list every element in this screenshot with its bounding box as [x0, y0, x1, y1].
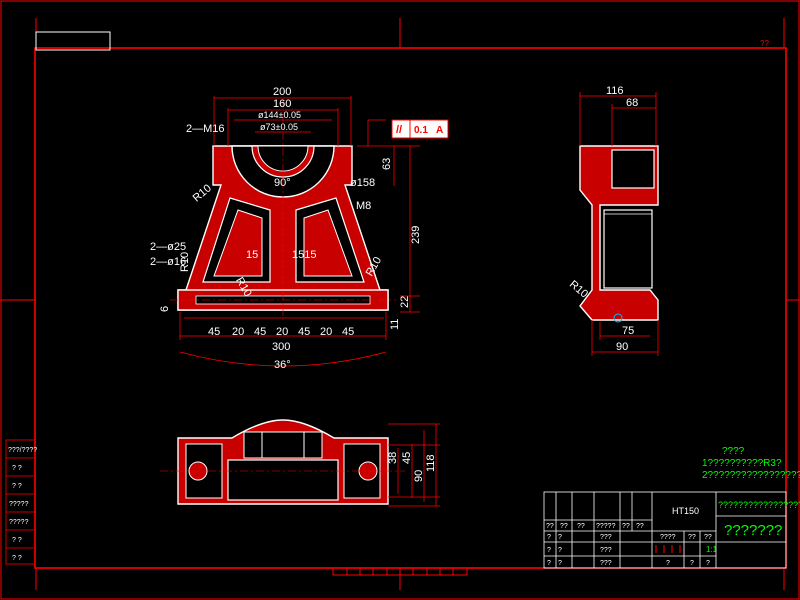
- svg-text:?: ?: [547, 560, 551, 567]
- dim-90deg: 90°: [274, 177, 291, 189]
- dim-d73: ø73±0.05: [260, 122, 298, 132]
- svg-text:?: ?: [558, 547, 562, 554]
- dim-b20-3: 20: [320, 326, 332, 338]
- dim-15a: 15: [246, 249, 258, 261]
- front-view: // 0.1 A 200 160 ø144±0.05 ø73±0.05 2—M1…: [150, 86, 449, 371]
- svg-text:?????: ?????: [9, 501, 29, 508]
- drawing-code-box: [35, 31, 111, 51]
- dim-6: 6: [159, 306, 171, 312]
- svg-text:??: ??: [636, 523, 644, 530]
- dim-239: 239: [410, 226, 422, 244]
- svg-text:??: ??: [577, 523, 585, 530]
- side-dim-68: 68: [626, 97, 638, 109]
- dim-22: 22: [399, 296, 411, 308]
- dim-m16: 2—M16: [186, 123, 225, 135]
- svg-text:? ?: ? ?: [12, 555, 22, 562]
- dim-b45-1: 45: [208, 326, 220, 338]
- svg-text:???: ???: [600, 560, 612, 567]
- dim-m8: M8: [356, 200, 371, 212]
- svg-text:??: ??: [546, 523, 554, 530]
- side-view: 116 68 R10 75 90: [567, 85, 659, 356]
- svg-text:?: ?: [547, 547, 551, 554]
- svg-text:0.1: 0.1: [414, 125, 428, 136]
- side-view-body: [579, 145, 659, 321]
- dim-b45-2: 45: [254, 326, 266, 338]
- svg-text:A: A: [436, 125, 443, 136]
- top-dim-38: 38: [387, 452, 399, 464]
- svg-text:? ?: ? ?: [12, 537, 22, 544]
- title-block: ?? ?? ?? ????? ?? ?? ? ? ??? ? ? ??? ? ?…: [543, 491, 800, 569]
- dim-160: 160: [273, 98, 291, 110]
- dim-300: 300: [272, 341, 290, 353]
- title-school: ???????????????????: [718, 500, 800, 510]
- left-strip: ???/???? ? ? ? ? ????? ????? ? ? ? ?: [5, 439, 37, 565]
- svg-text:??: ??: [688, 534, 696, 541]
- dim-63: 63: [381, 158, 393, 170]
- title-drawing-name: ???????: [724, 522, 782, 539]
- svg-text:?????: ?????: [9, 519, 29, 526]
- dim-r10-mid: R10: [179, 252, 191, 272]
- svg-text:?: ?: [666, 560, 670, 567]
- svg-text:??: ??: [622, 523, 630, 530]
- svg-text:? ?: ? ?: [12, 483, 22, 490]
- svg-text:???: ???: [600, 547, 612, 554]
- svg-text:??: ??: [704, 534, 712, 541]
- dim-r10-left: R10: [191, 182, 214, 204]
- svg-text:?: ?: [547, 534, 551, 541]
- side-dim-90: 90: [616, 341, 628, 353]
- top-dim-118: 118: [425, 454, 437, 472]
- title-material: HT150: [672, 506, 699, 516]
- dim-hole16: 2—ø16: [150, 256, 186, 268]
- svg-text:??: ??: [560, 523, 568, 530]
- dim-36deg: 36°: [274, 359, 291, 371]
- notes-line-2: 2??????????????????: [702, 470, 800, 481]
- dim-b20-2: 20: [276, 326, 288, 338]
- top-view: 38 45 90 118: [160, 419, 440, 507]
- technical-notes: ???? 1??????????R3? 2??????????????????: [702, 446, 800, 481]
- svg-text:????: ????: [660, 534, 676, 541]
- svg-text:???: ???: [600, 534, 612, 541]
- svg-text:?????: ?????: [596, 523, 616, 530]
- svg-text:?: ?: [690, 560, 694, 567]
- top-dim-90: 90: [413, 470, 425, 482]
- dim-b20-1: 20: [232, 326, 244, 338]
- notes-title: ????: [722, 446, 745, 457]
- svg-text://: //: [396, 124, 402, 136]
- svg-text:???/????: ???/????: [8, 447, 37, 454]
- title-scale: 1:1: [706, 545, 718, 554]
- dim-b45-4: 45: [342, 326, 354, 338]
- dim-d158: ø158: [350, 177, 375, 189]
- side-view-bore: [611, 149, 655, 189]
- svg-text:? ?: ? ?: [12, 465, 22, 472]
- dim-1515: 1515: [292, 249, 316, 261]
- dim-hole25: 2—ø25: [150, 241, 186, 253]
- corner-mark: ??: [760, 39, 769, 48]
- top-dim-45: 45: [401, 452, 413, 464]
- side-dim-116: 116: [606, 85, 624, 97]
- svg-text:?: ?: [706, 560, 710, 567]
- dim-200: 200: [273, 86, 291, 98]
- dim-b45-3: 45: [298, 326, 310, 338]
- svg-text:?: ?: [558, 560, 562, 567]
- side-dim-75: 75: [622, 325, 634, 337]
- tolerance-frame: // 0.1 A: [391, 119, 449, 139]
- dim-11: 11: [389, 319, 401, 330]
- dim-d144: ø144±0.05: [258, 110, 301, 120]
- svg-text:?: ?: [558, 534, 562, 541]
- notes-line-1: 1??????????R3?: [702, 458, 782, 469]
- scale-bar: [332, 567, 468, 576]
